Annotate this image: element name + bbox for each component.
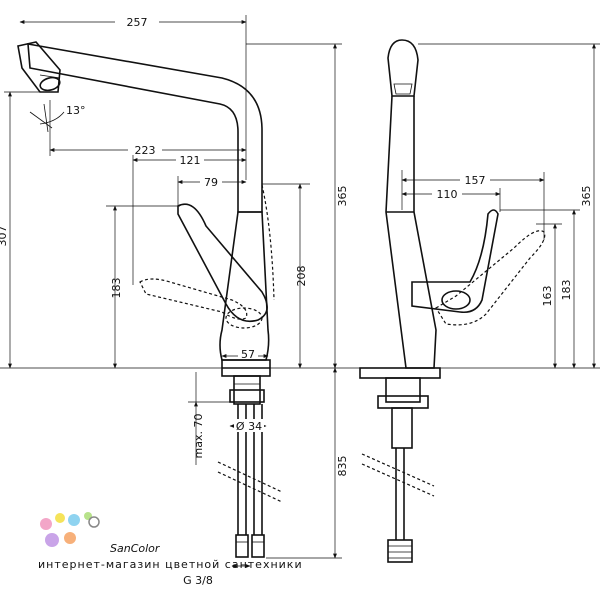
dim-183-side: 183 bbox=[560, 280, 573, 301]
watermark-dot bbox=[40, 518, 52, 530]
faucet-body bbox=[219, 211, 270, 361]
side-base-plate bbox=[359, 367, 441, 379]
side-lever bbox=[411, 209, 499, 314]
dim-diameter-34: Ø 34 bbox=[236, 420, 262, 433]
side-spout-head bbox=[387, 39, 419, 97]
dim-208: 208 bbox=[295, 266, 308, 287]
dim-57: 57 bbox=[241, 348, 255, 361]
dim-163: 163 bbox=[541, 286, 554, 307]
side-dimensions: 157 110 365 183 163 bbox=[401, 43, 600, 369]
watermark-ring bbox=[88, 516, 100, 528]
watermark-dots bbox=[40, 512, 100, 547]
dim-257: 257 bbox=[127, 16, 148, 29]
dim-835: 835 bbox=[336, 456, 349, 477]
side-view bbox=[359, 39, 546, 563]
watermark-dot bbox=[64, 532, 76, 544]
watermark-dot bbox=[45, 533, 59, 547]
watermark-dot bbox=[68, 514, 80, 526]
spout-arm bbox=[27, 43, 263, 213]
front-view bbox=[17, 41, 283, 558]
spray-head bbox=[17, 41, 61, 93]
front-dimensions: 257 13° 223 121 79 307 183 208 bbox=[0, 14, 600, 587]
lever-handle bbox=[177, 203, 268, 323]
dim-307: 307 bbox=[0, 226, 9, 247]
dim-angle: 13° bbox=[66, 104, 86, 117]
dim-157: 157 bbox=[465, 174, 486, 187]
dim-183-front: 183 bbox=[110, 278, 123, 299]
watermark-logo: SanColor интернет-магазин цветной сантех… bbox=[38, 512, 303, 571]
dim-223: 223 bbox=[135, 144, 156, 157]
lever-handle-open bbox=[139, 278, 248, 320]
side-lever-open bbox=[435, 230, 546, 326]
dim-121: 121 bbox=[180, 154, 201, 167]
watermark-tagline: интернет-магазин цветной сантехники bbox=[38, 558, 303, 571]
side-column bbox=[385, 95, 437, 369]
watermark-brand: SanColor bbox=[110, 542, 161, 555]
dim-79: 79 bbox=[204, 176, 218, 189]
dim-365-front: 365 bbox=[336, 186, 349, 207]
dim-110: 110 bbox=[437, 188, 458, 201]
dim-365-side: 365 bbox=[580, 186, 593, 207]
dim-connection: G 3/8 bbox=[183, 574, 213, 587]
dim-max-70: max. 70 bbox=[192, 414, 205, 459]
watermark-dot bbox=[55, 513, 65, 523]
